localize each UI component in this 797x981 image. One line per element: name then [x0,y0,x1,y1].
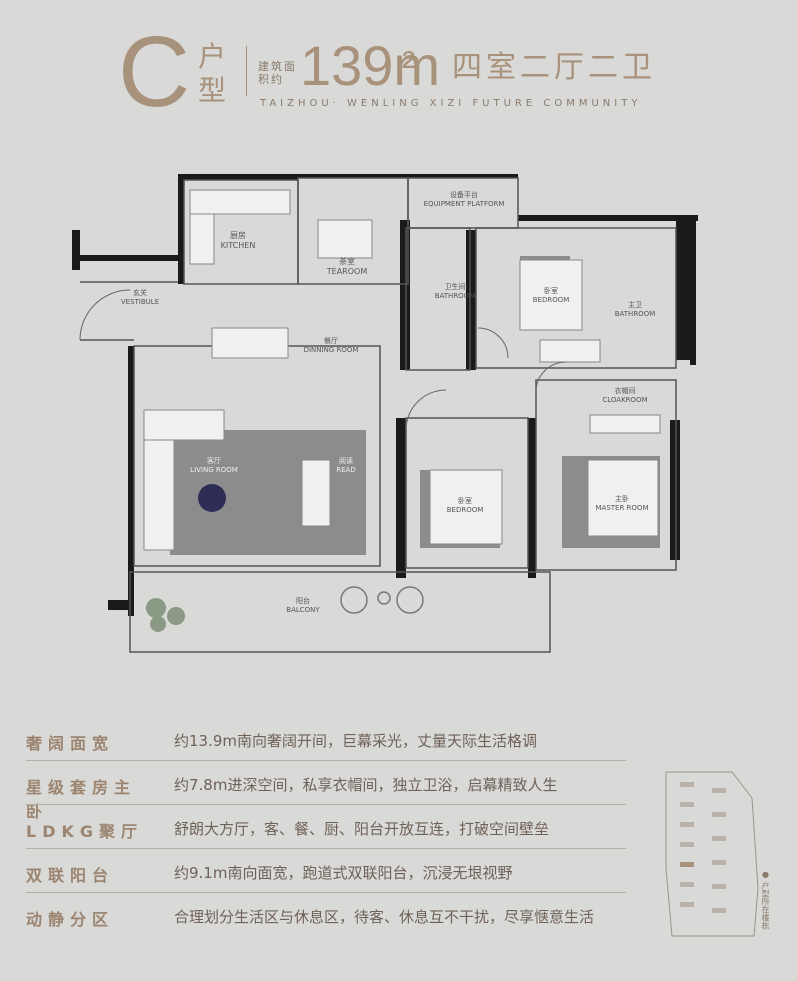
feature-desc: 合理划分生活区与休息区，待客、休息互不干扰，尽享惬意生活 [174,908,595,926]
balcony-chairs [340,586,424,614]
area-unit: ² [402,44,416,88]
key-map-label: ● 户型所在楼栋 [761,870,770,930]
feature-desc: 约7.8m进深空间，私享衣帽间，独立卫浴，启幕精致人生 [174,776,558,794]
area-value: 139m [300,34,441,97]
site-key-map [665,771,759,937]
area-label: 建筑面积约 [258,60,297,86]
feature-row: 星级套房主卧 约7.8m进深空间，私享衣帽间，独立卫浴，启幕精致人生 [26,766,626,821]
plan-header: C 户型 建筑面积约 139m ² 四室二厅二卫 TAIZHOU· WENLIN… [0,0,797,130]
layout-type: 四室二厅二卫 [452,50,656,85]
walls [72,174,698,616]
feature-row: LDKG聚厅 舒朗大方厅，客、餐、厨、阳台开放互连，打破空间壁垒 [26,810,626,850]
feature-divider [26,804,626,805]
feature-desc: 约9.1m南向面宽，跑道式双联阳台，沉浸无垠视野 [174,864,513,882]
feature-title: 双联阳台 [26,866,115,885]
feature-title: LDKG聚厅 [26,822,144,841]
unit-suffix: 户型 [198,40,227,107]
feature-divider [26,892,626,893]
feature-title: 动静分区 [26,910,115,929]
feature-desc: 约13.9m南向奢阔开间，巨幕采光，丈量天际生活格调 [174,732,538,750]
coffee-table [198,484,226,512]
feature-row: 奢阔面宽 约13.9m南向奢阔开间，巨幕采光，丈量天际生活格调 [26,722,626,762]
doors [79,289,567,431]
floor-plan-drawing [72,174,698,653]
feature-divider [26,848,626,849]
unit-letter: C [118,16,191,128]
inner-walls [80,177,677,653]
header-divider [246,46,247,96]
feature-desc: 舒朗大方厅，客、餐、厨、阳台开放互连，打破空间壁垒 [174,820,550,838]
plant [146,598,185,632]
feature-title: 奢阔面宽 [26,734,115,753]
feature-row: 双联阳台 约9.1m南向面宽，跑道式双联阳台，沉浸无垠视野 [26,854,626,894]
feature-row: 动静分区 合理划分生活区与休息区，待客、休息互不干扰，尽享惬意生活 [26,898,626,938]
project-name: TAIZHOU· WENLING XIZI FUTURE COMMUNITY [260,98,642,109]
feature-title: 星级套房主卧 [26,778,137,821]
furniture [143,189,661,551]
feature-divider [26,760,626,761]
